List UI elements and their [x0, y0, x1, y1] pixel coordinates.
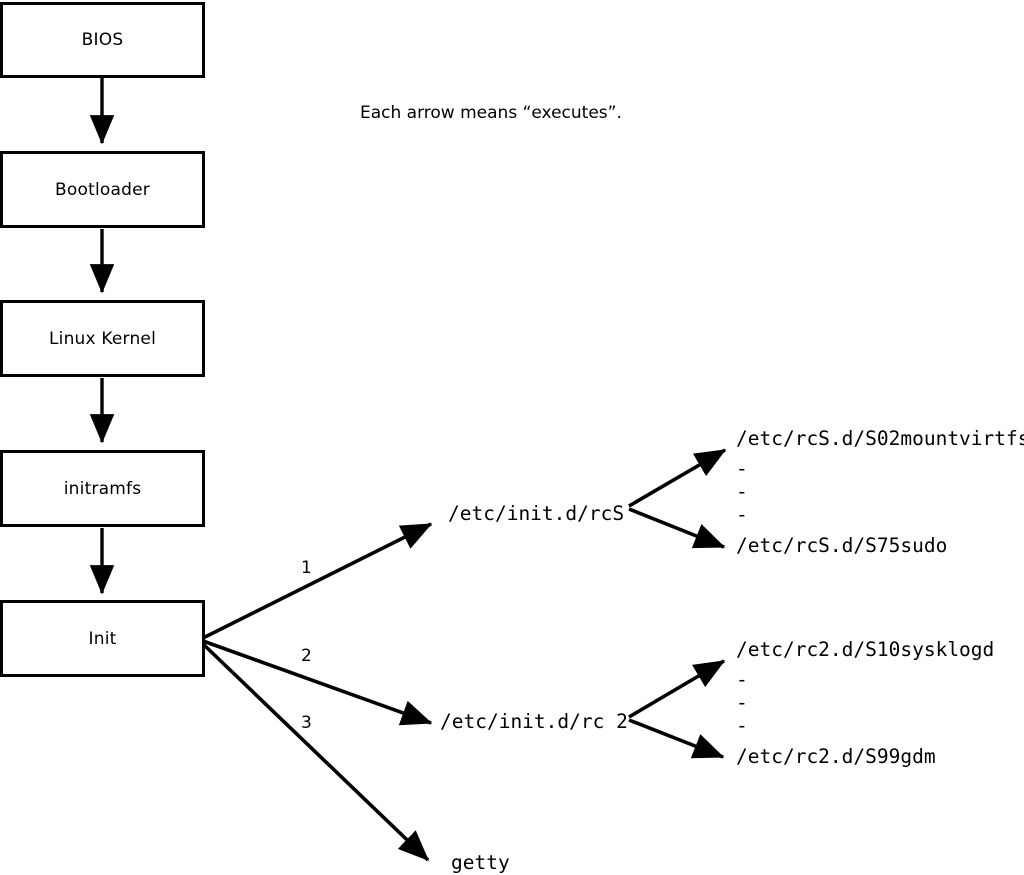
script-rc2-last: /etc/rc2.d/S99gdm: [736, 745, 936, 768]
branch-number-3: 3: [301, 713, 312, 733]
node-init-label: Init: [88, 628, 117, 649]
node-initramfs[interactable]: initramfs: [0, 450, 205, 527]
node-init[interactable]: Init: [0, 600, 205, 677]
script-rc2-ellipsis-3: -: [736, 714, 748, 737]
node-bios[interactable]: BIOS: [0, 2, 205, 78]
target-getty: getty: [451, 851, 510, 874]
node-linux-kernel-label: Linux Kernel: [48, 328, 156, 349]
script-rc2-ellipsis-1: -: [736, 668, 748, 691]
script-rcs-last: /etc/rcS.d/S75sudo: [736, 534, 948, 557]
branch-number-1: 1: [301, 558, 312, 578]
branch-number-2: 2: [301, 646, 312, 666]
script-rcs-ellipsis-1: -: [736, 457, 748, 480]
target-init-rcs: /etc/init.d/rcS: [448, 502, 625, 525]
rcs-fanout-arrows: [628, 448, 727, 549]
script-rcs-first: /etc/rcS.d/S02mountvirtfs: [736, 427, 1024, 450]
node-linux-kernel[interactable]: Linux Kernel: [0, 300, 205, 377]
node-initramfs-label: initramfs: [63, 478, 142, 499]
target-init-rc2: /etc/init.d/rc 2: [440, 710, 628, 733]
script-rc2-first: /etc/rc2.d/S10sysklogd: [736, 638, 995, 661]
rc2-fanout-arrows: [628, 659, 726, 759]
node-bootloader-label: Bootloader: [55, 179, 150, 200]
script-rc2-ellipsis-2: -: [736, 691, 748, 714]
script-rcs-ellipsis-3: -: [736, 503, 748, 526]
init-fanout-arrows: [201, 522, 433, 862]
legend-note: Each arrow means “executes”.: [360, 103, 622, 123]
script-rcs-ellipsis-2: -: [736, 480, 748, 503]
node-bios-label: BIOS: [81, 30, 124, 50]
node-bootloader[interactable]: Bootloader: [0, 151, 205, 228]
